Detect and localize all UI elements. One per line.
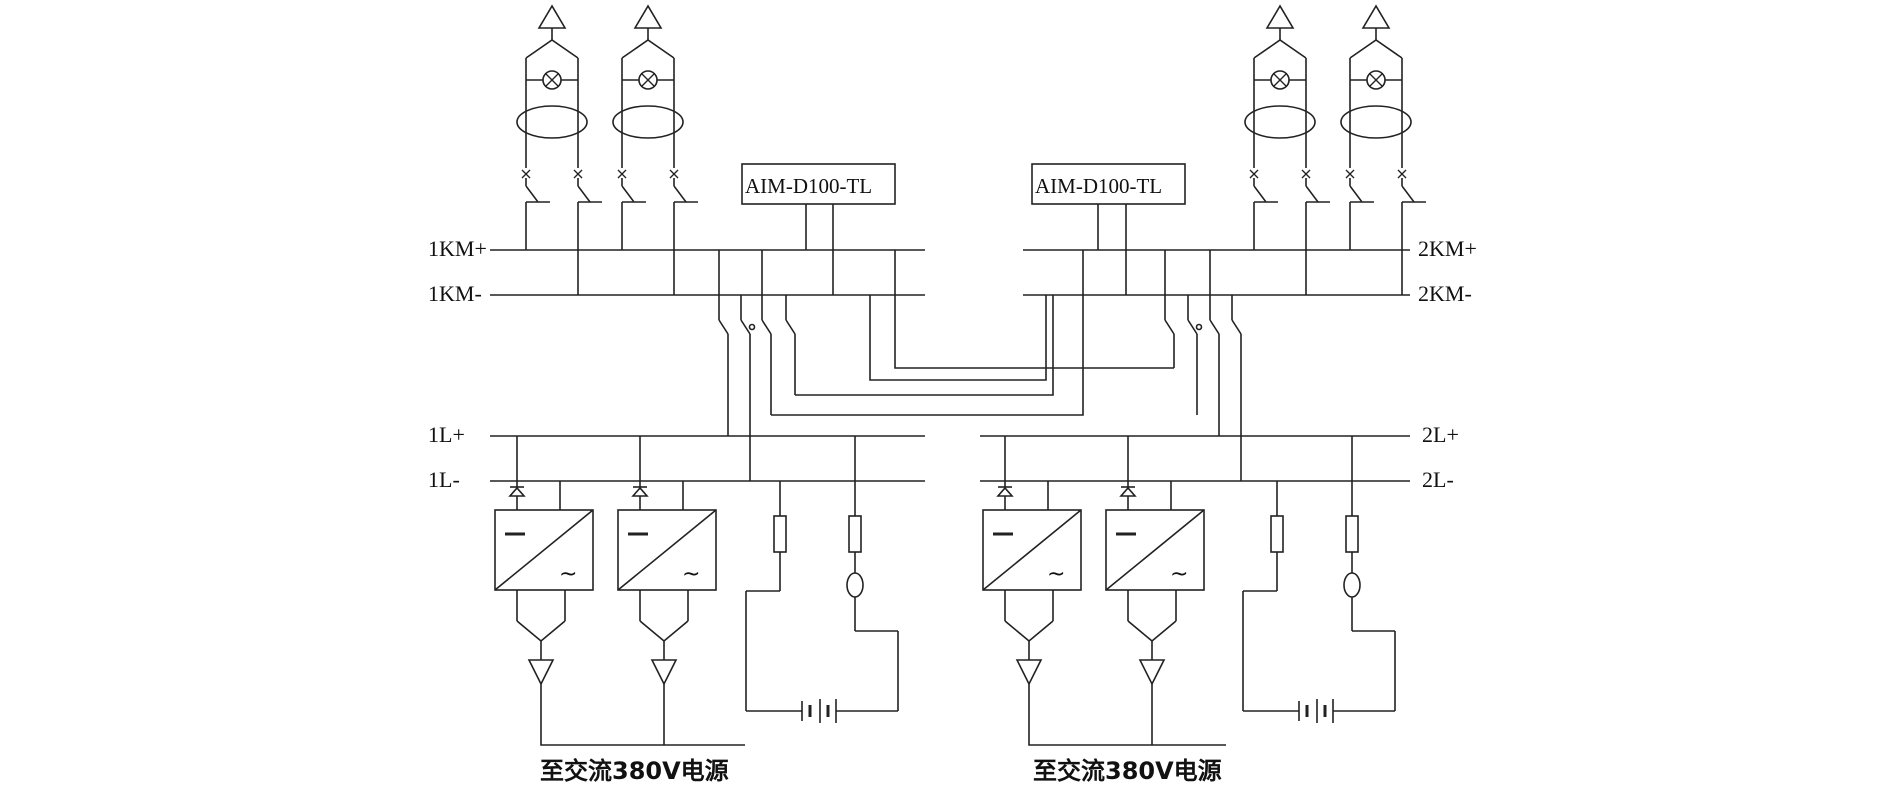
bus-label-2km-plus: 2KM+	[1418, 236, 1477, 261]
caption-right: 至交流380V电源	[1033, 757, 1222, 785]
bus-label-1km-plus: 1KM+	[428, 236, 487, 261]
caption-left: 至交流380V电源	[540, 757, 729, 785]
feeder-1b	[612, 5, 699, 295]
km-buses	[490, 249, 1410, 296]
bus-label-1l-plus: 1L+	[428, 422, 465, 447]
charger-1a	[493, 434, 595, 708]
tie-switches-right	[1164, 250, 1242, 481]
cross-wiring	[771, 250, 1174, 416]
charger-1b	[616, 434, 718, 708]
charger-2b	[1104, 434, 1206, 708]
bus-label-2km-minus: 2KM-	[1418, 281, 1472, 306]
battery-branch-1	[744, 436, 900, 725]
bus-label-1km-minus: 1KM-	[428, 281, 482, 306]
bus-label-2l-minus: 2L-	[1422, 467, 1454, 492]
device-left: AIM-D100-TL	[741, 163, 896, 295]
charger-2a	[981, 434, 1083, 708]
mains-wire-right	[1028, 706, 1226, 746]
bus-label-1l-minus: 1L-	[428, 467, 460, 492]
device-left-label: AIM-D100-TL	[745, 174, 872, 198]
feeder-2b	[1340, 5, 1427, 295]
tie-switches-left	[718, 250, 796, 481]
l-buses	[490, 435, 1410, 482]
device-right: AIM-D100-TL	[1031, 163, 1186, 295]
feeder-2a	[1244, 5, 1331, 295]
feeder-1a	[516, 5, 603, 295]
bus-label-2l-plus: 2L+	[1422, 422, 1459, 447]
battery-branch-2	[1241, 436, 1397, 725]
mains-wire-left	[540, 706, 745, 746]
device-right-label: AIM-D100-TL	[1035, 174, 1162, 198]
